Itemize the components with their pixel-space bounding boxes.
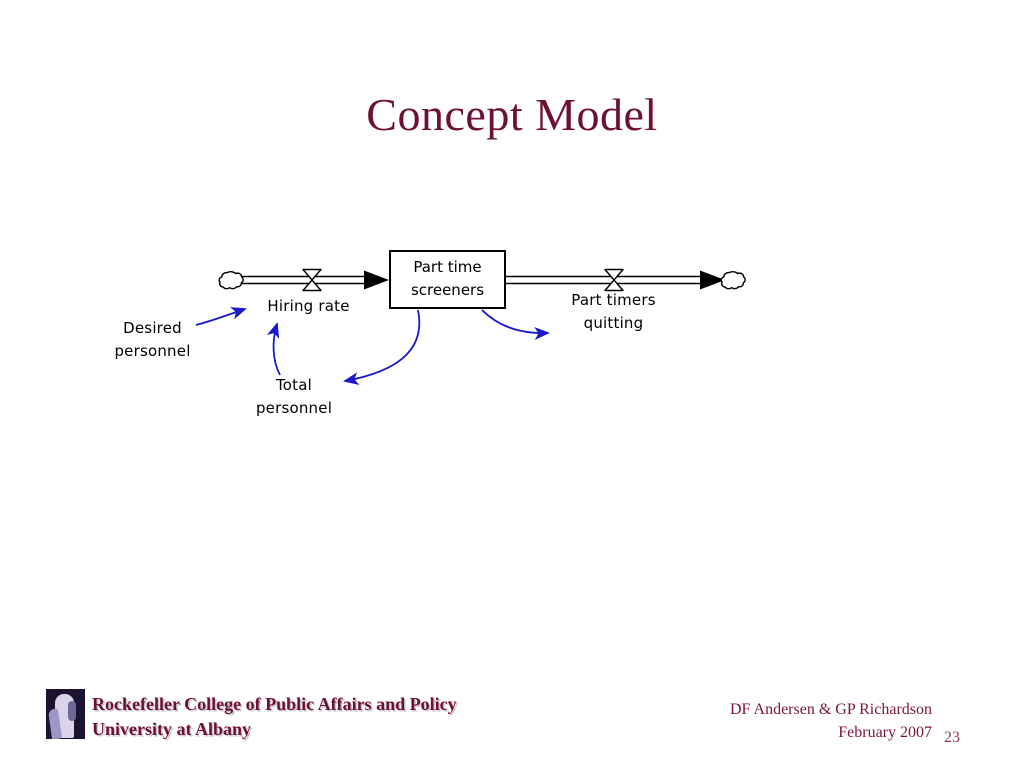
link-screeners-to-part-timers-quitting [481,309,550,340]
inflow-pipe [241,270,389,290]
variable-label-total-personnel-line2: personnel [255,399,333,417]
variable-label-desired-personnel: Desired personnel [105,317,200,363]
footer-organization: Rockefeller College of Public Affairs an… [92,692,457,742]
flow-label-part-timers-quitting-line2: quitting [583,314,644,332]
logo-shape-tertiary [68,701,76,721]
flow-label-hiring-rate: Hiring rate [267,297,350,315]
page-number: 23 [944,729,960,746]
variable-label-desired-personnel-line1: Desired [123,319,182,337]
stock-label: Part time screeners [390,251,505,307]
link-desired-personnel-to-hiring-rate [195,307,247,326]
stock-label-line2: screeners [410,281,485,299]
stock-box-part-time-screeners [389,250,506,309]
footer-credit-line2: February 2007 [838,724,932,741]
footer-credit-line1: DF Andersen & GP Richardson [729,701,932,718]
cloud-source-left-icon [218,271,244,290]
part-timers-quitting-valve-icon [604,268,624,292]
flow-label-part-timers-quitting-line1: Part timers [571,291,656,309]
rockefeller-college-logo [46,689,85,739]
footer-org-line2: University at Albany [92,719,252,739]
page-title: Concept Model [366,89,658,140]
outflow-pipe [505,270,725,290]
variable-label-desired-personnel-line2: personnel [114,342,191,360]
hiring-rate-valve-icon [302,268,322,292]
variable-label-total-personnel-line1: Total [275,376,313,394]
variable-label-total-personnel: Total personnel [246,374,342,420]
stock-label-line1: Part time [413,258,482,276]
link-screeners-to-total-personnel [343,309,421,385]
footer-org-line1: Rockefeller College of Public Affairs an… [92,694,457,714]
footer-credit: DF Andersen & GP Richardson February 200… [730,698,932,744]
cloud-sink-right-icon [720,271,746,290]
link-total-personnel-to-hiring-rate [266,322,281,376]
flow-label-part-timers-quitting: Part timers quitting [557,289,670,335]
